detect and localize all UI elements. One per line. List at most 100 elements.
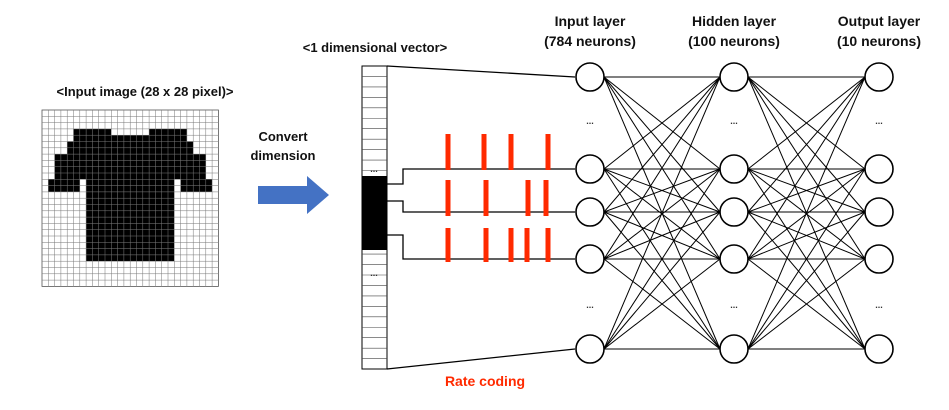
grid-pixel-filled	[193, 160, 200, 167]
grid-pixel-filled	[123, 229, 131, 236]
grid-pixel-filled	[86, 236, 93, 243]
grid-pixel-filled	[161, 254, 168, 262]
grid-pixel-filled	[142, 248, 150, 255]
grid-pixel-filled	[193, 185, 200, 192]
grid-pixel-filled	[149, 223, 156, 230]
hidden-neuron	[719, 334, 749, 364]
grid-pixel-filled	[155, 135, 162, 142]
spike	[483, 228, 489, 262]
grid-pixel-filled	[199, 179, 206, 186]
grid-pixel-filled	[105, 254, 112, 262]
grid-pixel-filled	[123, 141, 131, 148]
grid-pixel-filled	[92, 198, 99, 205]
grid-pixel-filled	[149, 236, 156, 243]
grid-pixel-filled	[199, 154, 206, 161]
grid-pixel-filled	[149, 204, 156, 211]
grid-pixel-filled	[155, 147, 162, 155]
grid-pixel-filled	[161, 242, 168, 249]
grid-pixel-filled	[142, 173, 150, 180]
synapse	[747, 76, 866, 260]
grid-pixel-filled	[180, 160, 187, 167]
grid-pixel-filled	[123, 254, 131, 262]
grid-pixel-filled	[136, 135, 143, 142]
grid-pixel-filled	[73, 160, 80, 167]
hidden-layer-title: Hidden layer	[692, 13, 777, 29]
synapse	[747, 168, 866, 213]
grid-pixel-filled	[136, 160, 143, 167]
grid-pixel-filled	[136, 185, 143, 192]
grid-pixel-filled	[168, 210, 175, 218]
grid-pixel-filled	[54, 160, 61, 167]
grid-pixel-filled	[155, 128, 162, 136]
grid-pixel-filled	[92, 236, 99, 243]
grid-pixel-filled	[111, 210, 118, 218]
grid-pixel-filled	[136, 191, 143, 199]
grid-pixel-filled	[130, 154, 137, 161]
grid-pixel-filled	[105, 210, 112, 218]
grid-pixel-filled	[111, 141, 118, 148]
grid-pixel-filled	[123, 223, 131, 230]
grid-pixel-filled	[168, 154, 175, 161]
grid-pixel-filled	[111, 229, 118, 236]
grid-pixel-filled	[67, 154, 74, 161]
grid-pixel-filled	[117, 198, 124, 205]
grid-pixel-filled	[111, 173, 118, 180]
grid-pixel-filled	[105, 236, 112, 243]
grid-pixel-filled	[136, 217, 143, 224]
grid-pixel-filled	[117, 223, 124, 230]
grid-pixel-filled	[149, 185, 156, 192]
grid-pixel-filled	[92, 242, 99, 249]
grid-pixel-filled	[105, 135, 112, 142]
rate-coding-label: Rate coding	[445, 373, 525, 389]
synapse	[603, 76, 721, 350]
grid-pixel-filled	[86, 204, 93, 211]
grid-pixel-filled	[86, 173, 93, 180]
spike	[445, 228, 451, 262]
grid-pixel-filled	[86, 147, 93, 155]
grid-pixel-filled	[123, 179, 131, 186]
grid-pixel-filled	[105, 166, 112, 173]
grid-pixel-filled	[149, 135, 156, 142]
grid-pixel-filled	[92, 135, 99, 142]
grid-pixel-filled	[105, 204, 112, 211]
input-layer-count: (784 neurons)	[544, 33, 636, 49]
grid-pixel-filled	[142, 229, 150, 236]
grid-pixel-filled	[142, 223, 150, 230]
output-neuron	[864, 244, 894, 274]
spike	[445, 180, 451, 216]
grid-pixel-filled	[98, 147, 105, 155]
grid-pixel-filled	[161, 223, 168, 230]
grid-pixel-filled	[161, 141, 168, 148]
spike	[508, 134, 514, 170]
grid-pixel-filled	[98, 191, 105, 199]
grid-pixel-filled	[136, 242, 143, 249]
grid-pixel-filled	[142, 242, 150, 249]
grid-pixel-filled	[174, 166, 181, 173]
grid-pixel-filled	[117, 185, 124, 192]
grid-pixel-filled	[186, 166, 194, 173]
grid-pixel-filled	[73, 147, 80, 155]
grid-pixel-filled	[130, 248, 137, 255]
grid-pixel-filled	[92, 210, 99, 218]
grid-pixel-filled	[174, 154, 181, 161]
grid-pixel-filled	[149, 198, 156, 205]
grid-pixel-filled	[161, 217, 168, 224]
grid-pixel-filled	[86, 223, 93, 230]
grid-pixel-filled	[105, 160, 112, 167]
grid-pixel-filled	[130, 135, 137, 142]
grid-pixel-filled	[174, 141, 181, 148]
grid-pixel-filled	[86, 160, 93, 167]
grid-pixel-filled	[123, 204, 131, 211]
grid-pixel-filled	[155, 210, 162, 218]
grid-pixel-filled	[54, 179, 61, 186]
synapse	[603, 76, 721, 260]
synapse	[747, 76, 866, 213]
grid-pixel-filled	[130, 198, 137, 205]
grid-pixel-filled	[142, 198, 150, 205]
grid-pixel-filled	[92, 173, 99, 180]
grid-pixel-filled	[161, 160, 168, 167]
grid-pixel-filled	[86, 154, 93, 161]
grid-pixel-filled	[105, 173, 112, 180]
grid-pixel-filled	[111, 217, 118, 224]
grid-pixel-filled	[174, 173, 181, 180]
